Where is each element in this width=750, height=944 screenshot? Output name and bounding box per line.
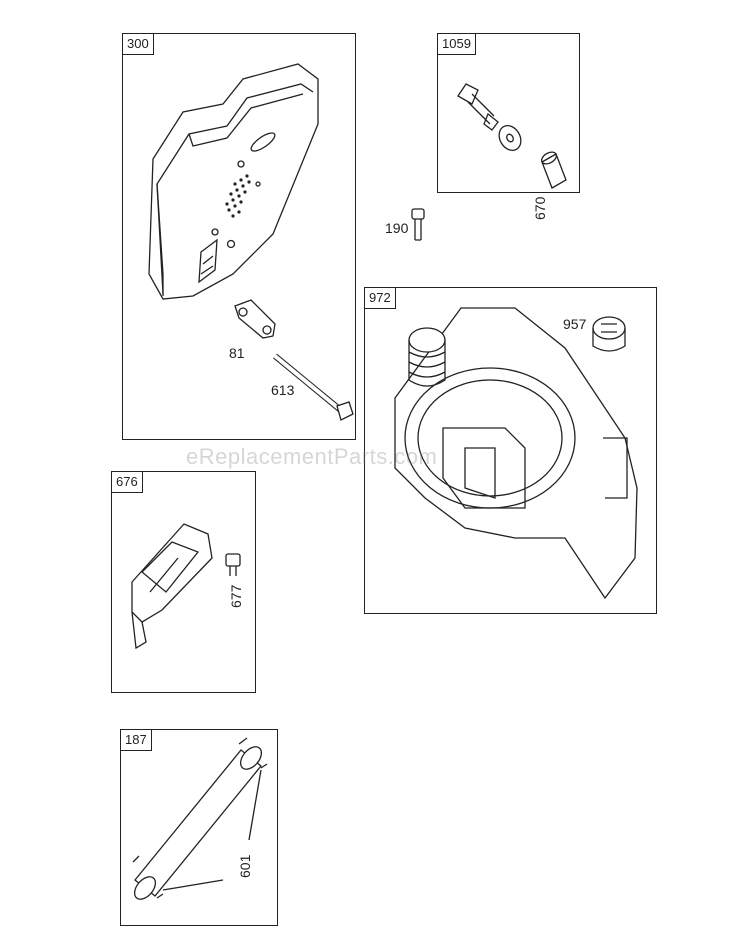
part-group-972: 972 957: [364, 287, 657, 614]
part-group-tag: 1059: [437, 33, 476, 55]
callout-601: 601: [237, 854, 253, 878]
shaft-drawing: [457, 83, 567, 189]
part-group-tag: 300: [122, 33, 154, 55]
part-group-300: 300: [122, 33, 356, 440]
callout-81: 81: [229, 345, 245, 361]
part-group-tag: 676: [111, 471, 143, 493]
part-group-1059: 1059: [437, 33, 580, 193]
callout-670: 670: [532, 196, 548, 220]
shield-drawing: [131, 523, 241, 650]
part-group-676: 676 677: [111, 471, 256, 693]
muffler-drawing: [148, 63, 354, 421]
callout-957: 957: [563, 316, 587, 332]
callout-190: 190: [385, 220, 409, 236]
part-group-tag: 187: [120, 729, 152, 751]
blower-housing-drawing: [394, 307, 638, 600]
tube-drawing: [132, 737, 268, 900]
part-group-187: 187 601: [120, 729, 278, 926]
callout-613: 613: [271, 382, 295, 398]
callout-677: 677: [228, 584, 244, 608]
part-group-tag: 972: [364, 287, 396, 309]
